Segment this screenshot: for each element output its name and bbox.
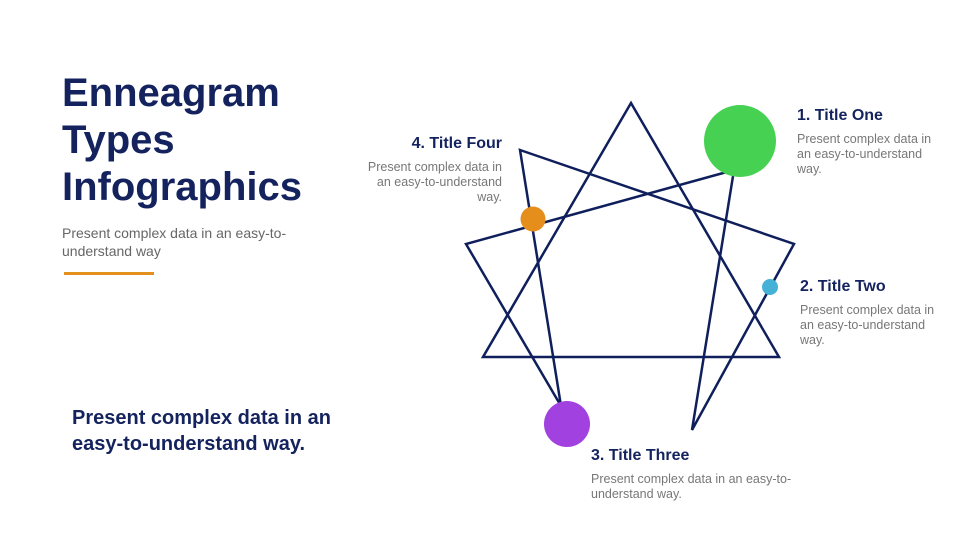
item-title: 1. Title One	[797, 107, 883, 124]
item-two: 2. Title Two Present complex data in an …	[800, 277, 950, 348]
item-desc: Present complex data in an easy-to-under…	[591, 472, 792, 501]
node-one	[704, 105, 776, 177]
subtitle: Present complex data in an easy-to-under…	[62, 225, 287, 259]
item-three: 3. Title Three Present complex data in a…	[591, 446, 801, 502]
hexad-path	[464, 148, 796, 431]
callout-text: Present complex data in an easy-to-under…	[72, 407, 331, 455]
page-title: Enneagram Types Infographics	[62, 70, 302, 211]
item-title: 2. Title Two	[800, 278, 886, 295]
node-two	[762, 279, 778, 295]
triangle	[480, 100, 782, 359]
item-four: 4. Title Four Present complex data in an…	[362, 134, 502, 205]
node-three	[544, 401, 590, 447]
accent-divider	[64, 272, 154, 275]
item-desc: Present complex data in an easy-to-under…	[367, 160, 502, 204]
title-line: Types	[62, 118, 175, 162]
item-desc: Present complex data in an easy-to-under…	[800, 303, 935, 347]
node-four	[520, 206, 546, 232]
title-line: Enneagram	[62, 71, 280, 115]
item-title: 4. Title Four	[411, 135, 502, 152]
item-one: 1. Title One Present complex data in an …	[797, 106, 947, 177]
title-line: Infographics	[62, 165, 303, 209]
item-title: 3. Title Three	[591, 447, 690, 464]
item-desc: Present complex data in an easy-to-under…	[797, 132, 932, 176]
